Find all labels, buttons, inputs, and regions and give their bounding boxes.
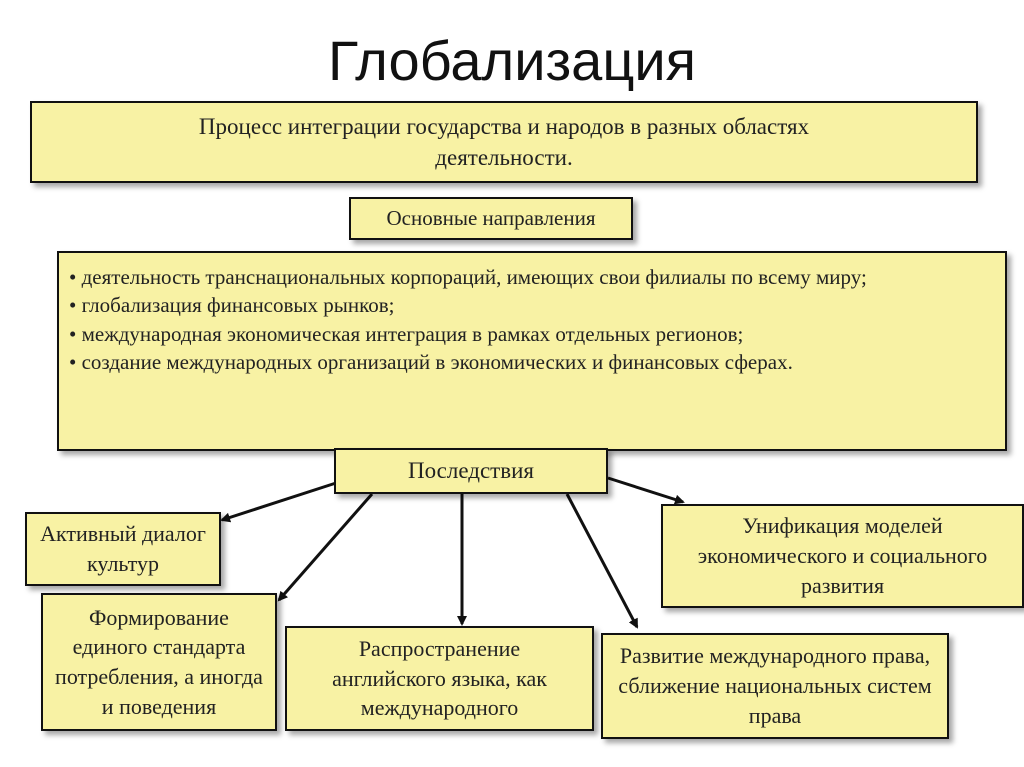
consequence-english-text: Распространение английского языка, как м… <box>332 635 547 721</box>
directions-heading-box: Основные направления <box>349 197 633 240</box>
definition-box: Процесс интеграции государства и народов… <box>30 101 978 183</box>
consequence-dialog-text: Активный диалог культур <box>40 521 206 576</box>
consequence-standard-box: Формирование единого стандарта потреблен… <box>41 593 277 731</box>
consequence-unification-box: Унификация моделей экономического и соци… <box>661 504 1024 608</box>
consequence-dialog-box: Активный диалог культур <box>25 512 221 586</box>
arrow-to-unification <box>607 476 685 505</box>
consequence-unification-text: Унификация моделей экономического и соци… <box>697 513 988 598</box>
definition-text: Процесс интеграции государства и народов… <box>198 113 810 170</box>
consequence-standard-text: Формирование единого стандарта потреблен… <box>55 604 263 719</box>
consequences-heading-box: Последствия <box>334 448 608 494</box>
arrow-to-dialog <box>220 481 337 523</box>
arrow-to-law <box>565 493 639 629</box>
consequence-law-box: Развитие международного права, сближение… <box>601 633 949 739</box>
arrow-to-standard <box>277 493 374 602</box>
page-title: Глобализация <box>327 29 697 92</box>
consequence-english-box: Распространение английского языка, как м… <box>285 626 594 731</box>
consequence-law-text: Развитие международного права, сближение… <box>618 643 932 728</box>
direction-item: • международная экономическая интеграция… <box>69 321 744 346</box>
direction-item: • глобализация финансовых рынков; <box>69 293 395 318</box>
consequences-heading-text: Последствия <box>408 458 534 484</box>
directions-heading-text: Основные направления <box>386 206 596 231</box>
direction-item: • деятельность транснациональных корпора… <box>69 265 867 289</box>
direction-item: • создание международных организаций в э… <box>69 350 793 375</box>
